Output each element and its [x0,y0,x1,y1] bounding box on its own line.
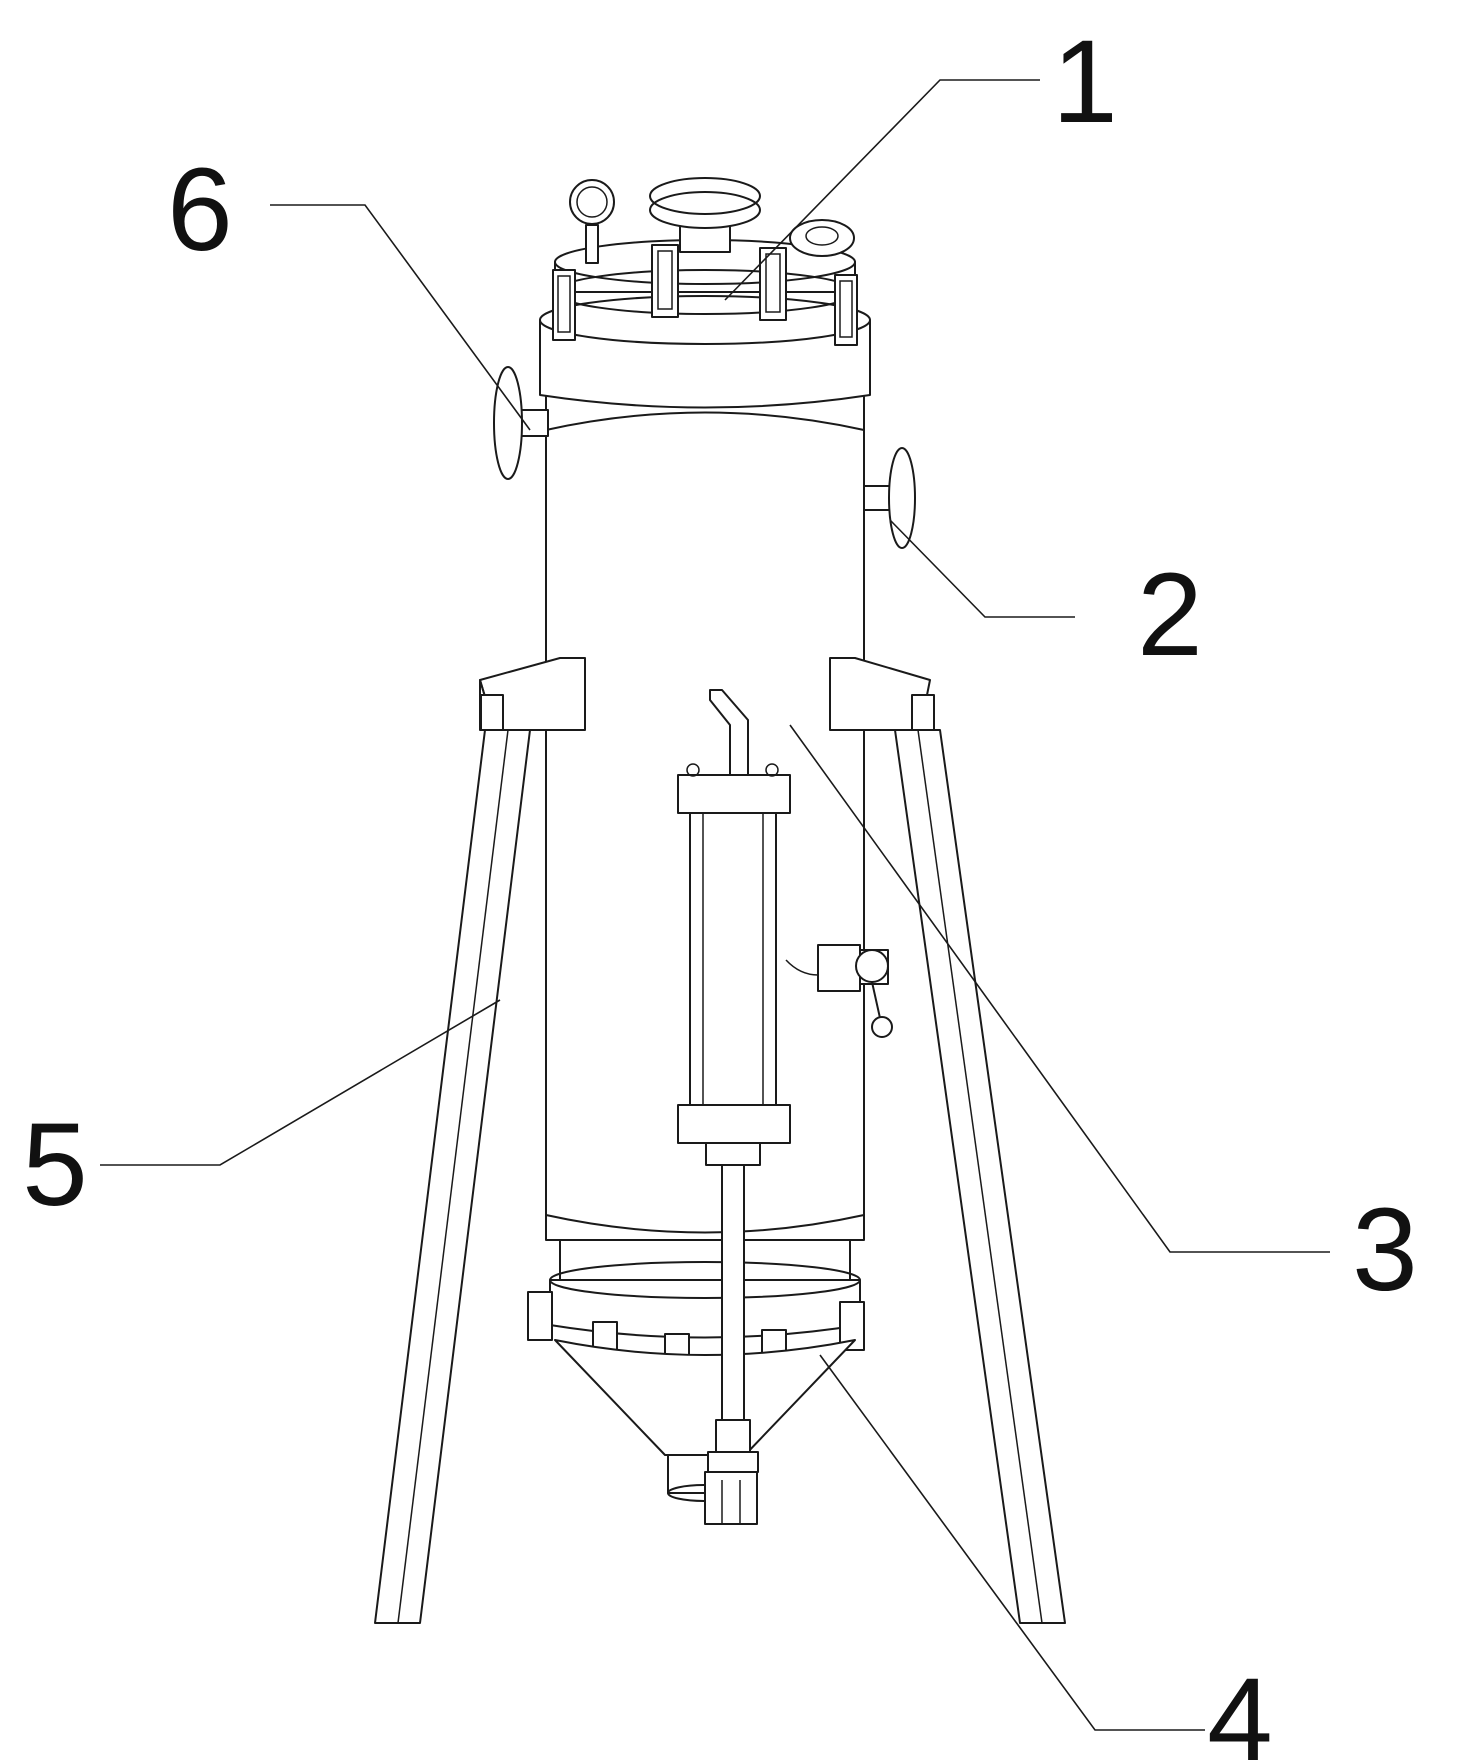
bottom-flange [527,1239,865,1385]
valve [785,944,893,1038]
callout-labels: 1 2 3 4 5 6 [22,16,1418,1763]
callout-1: 1 [1052,16,1118,148]
leg-brackets [479,657,935,731]
top-clamps [552,244,858,346]
leader-lines [100,79,1330,1731]
inlet-nozzle [493,366,549,480]
callout-5: 5 [22,1099,88,1231]
support-legs [374,729,1066,1624]
callout-4: 4 [1207,1654,1273,1763]
callout-2: 2 [1137,549,1203,681]
hydraulic-cylinder [677,689,791,1525]
pressure-gauge [569,179,615,264]
top-cover [539,177,871,409]
callout-3: 3 [1352,1184,1418,1316]
callout-6: 6 [167,144,233,276]
outlet-nozzle [863,447,916,549]
